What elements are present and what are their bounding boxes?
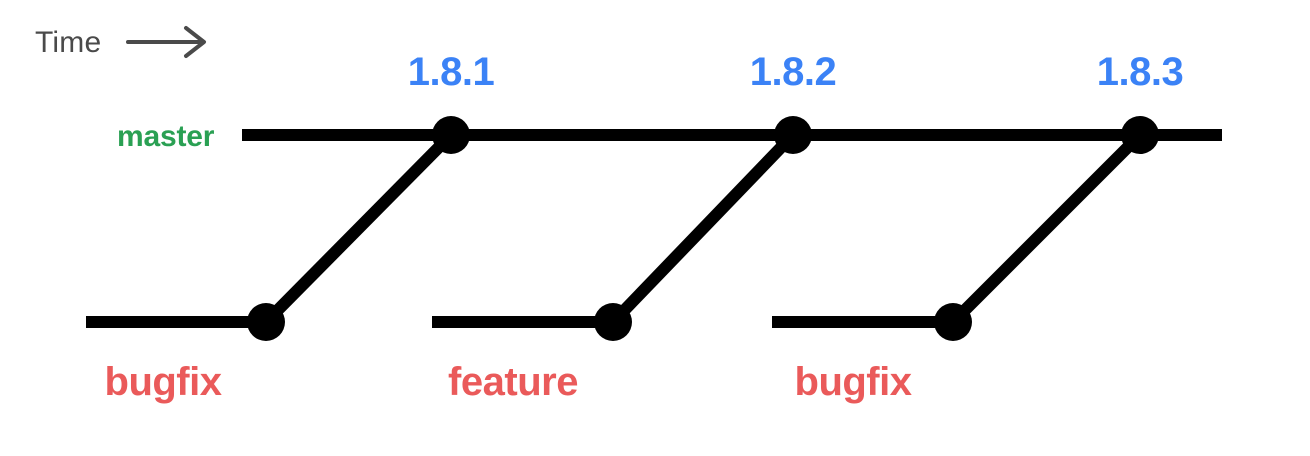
commit-node[interactable] [432,116,470,154]
commit-node[interactable] [1121,116,1159,154]
merge-line [608,130,798,327]
merge-line [261,130,456,327]
commit-node[interactable] [247,303,285,341]
time-arrow-icon [126,26,206,58]
commit-node[interactable] [774,116,812,154]
version-tag-1: 1.8.1 [407,50,495,94]
version-tag-3: 1.8.3 [1096,50,1184,94]
merge-line [948,130,1145,327]
time-axis-label: Time [35,26,102,59]
branch-label-master: master [117,120,215,153]
branch-label-feature: feature [448,360,578,404]
version-tag-2: 1.8.2 [749,50,837,94]
commit-node[interactable] [934,303,972,341]
branch-label-bugfix-1: bugfix [104,360,222,404]
commit-node[interactable] [594,303,632,341]
branch-label-bugfix-2: bugfix [794,360,912,404]
